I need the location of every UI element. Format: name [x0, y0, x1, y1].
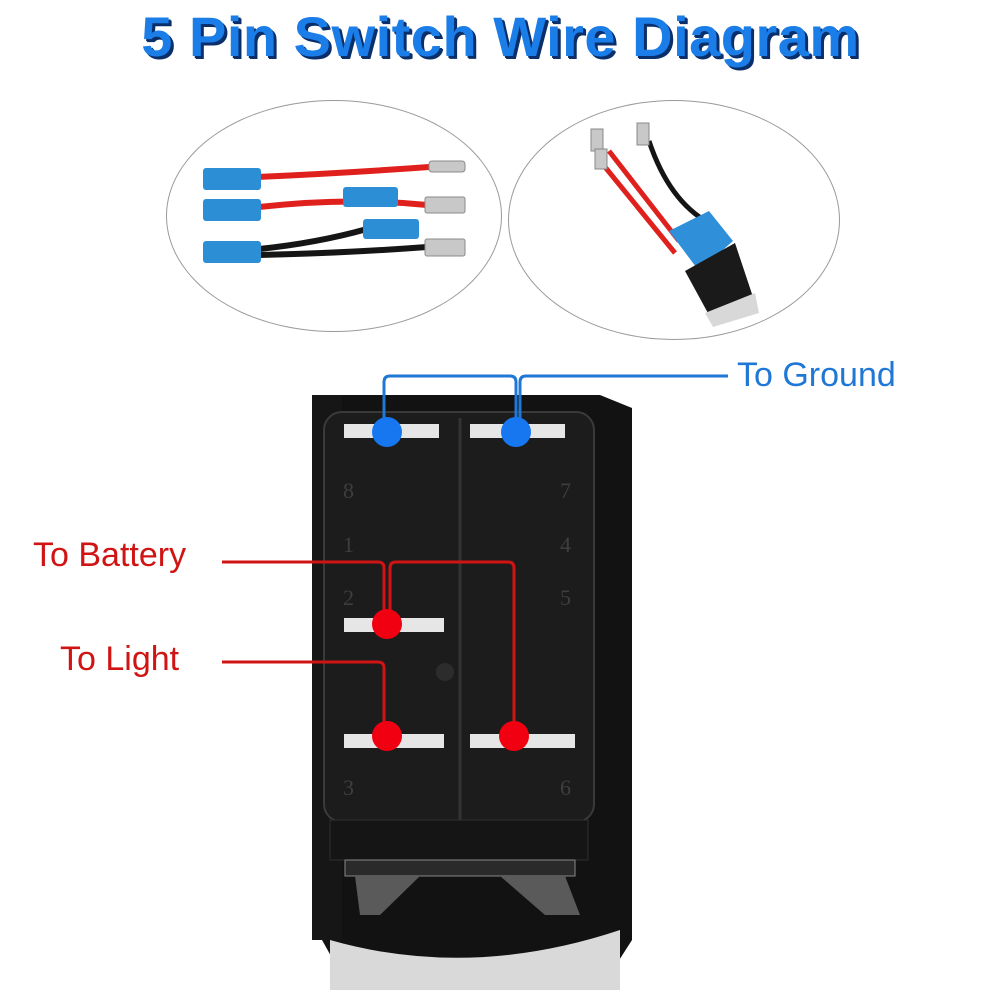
ground-pin-dot-left — [372, 417, 402, 447]
light-pin-dot — [372, 721, 402, 751]
ground-pin-dot-right — [501, 417, 531, 447]
battery-pin-dot — [372, 609, 402, 639]
battery-wire-lines — [222, 560, 516, 736]
wire-harness-illustration — [203, 160, 466, 263]
pin-number-2: 2 — [343, 585, 354, 610]
battery-pin-dot-2 — [499, 721, 529, 751]
pin-number-7: 7 — [560, 478, 571, 503]
pin-number-8: 8 — [343, 478, 354, 503]
to-battery-label: To Battery — [33, 536, 187, 574]
to-light-label: To Light — [60, 640, 180, 678]
pin-number-3: 3 — [343, 775, 354, 800]
wire-harness-photo — [166, 100, 502, 332]
diagram-title: 5 Pin Switch Wire Diagram — [141, 5, 860, 68]
switch-with-wires-photo — [508, 100, 840, 340]
pin-number-1: 1 — [343, 532, 354, 557]
pin-number-6: 6 — [560, 775, 571, 800]
ground-wire-lines — [382, 374, 728, 430]
switch-with-wires-illustration — [590, 122, 759, 327]
light-wire-lines — [222, 660, 386, 736]
pin-number-4: 4 — [560, 532, 571, 557]
to-ground-label: To Ground — [737, 356, 896, 394]
pin-number-5: 5 — [560, 585, 571, 610]
